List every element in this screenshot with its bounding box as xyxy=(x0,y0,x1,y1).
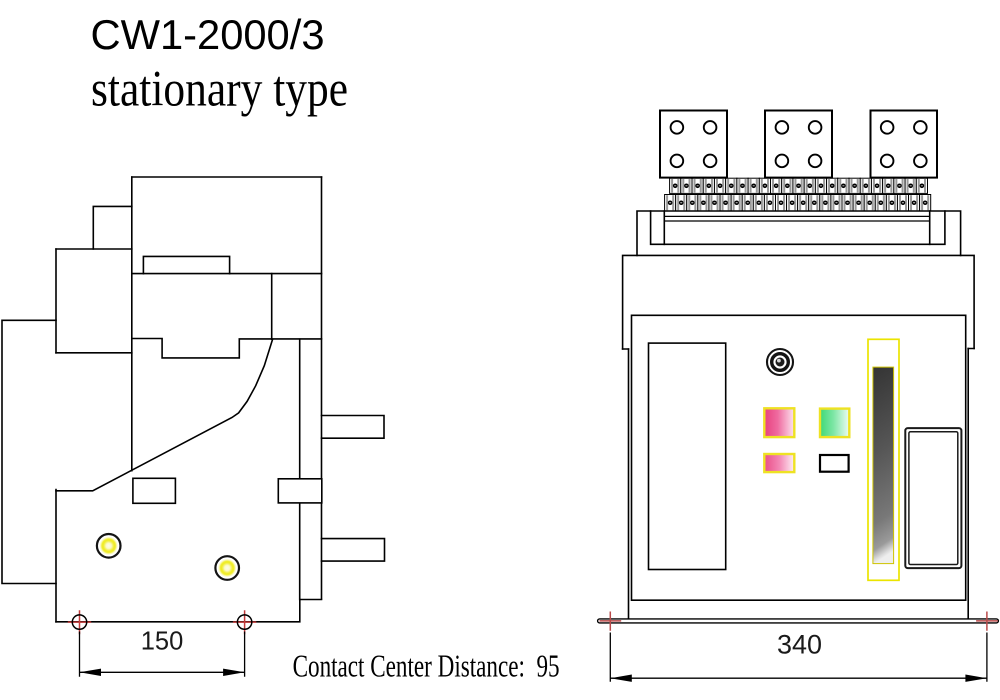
svg-text:stationary type: stationary type xyxy=(91,62,348,118)
svg-text:340: 340 xyxy=(777,630,822,660)
svg-text:Contact Center Distance: 95: Contact Center Distance: 95 xyxy=(293,648,560,683)
svg-text:150: 150 xyxy=(141,627,184,655)
svg-text:CW1-2000/3: CW1-2000/3 xyxy=(91,11,325,58)
